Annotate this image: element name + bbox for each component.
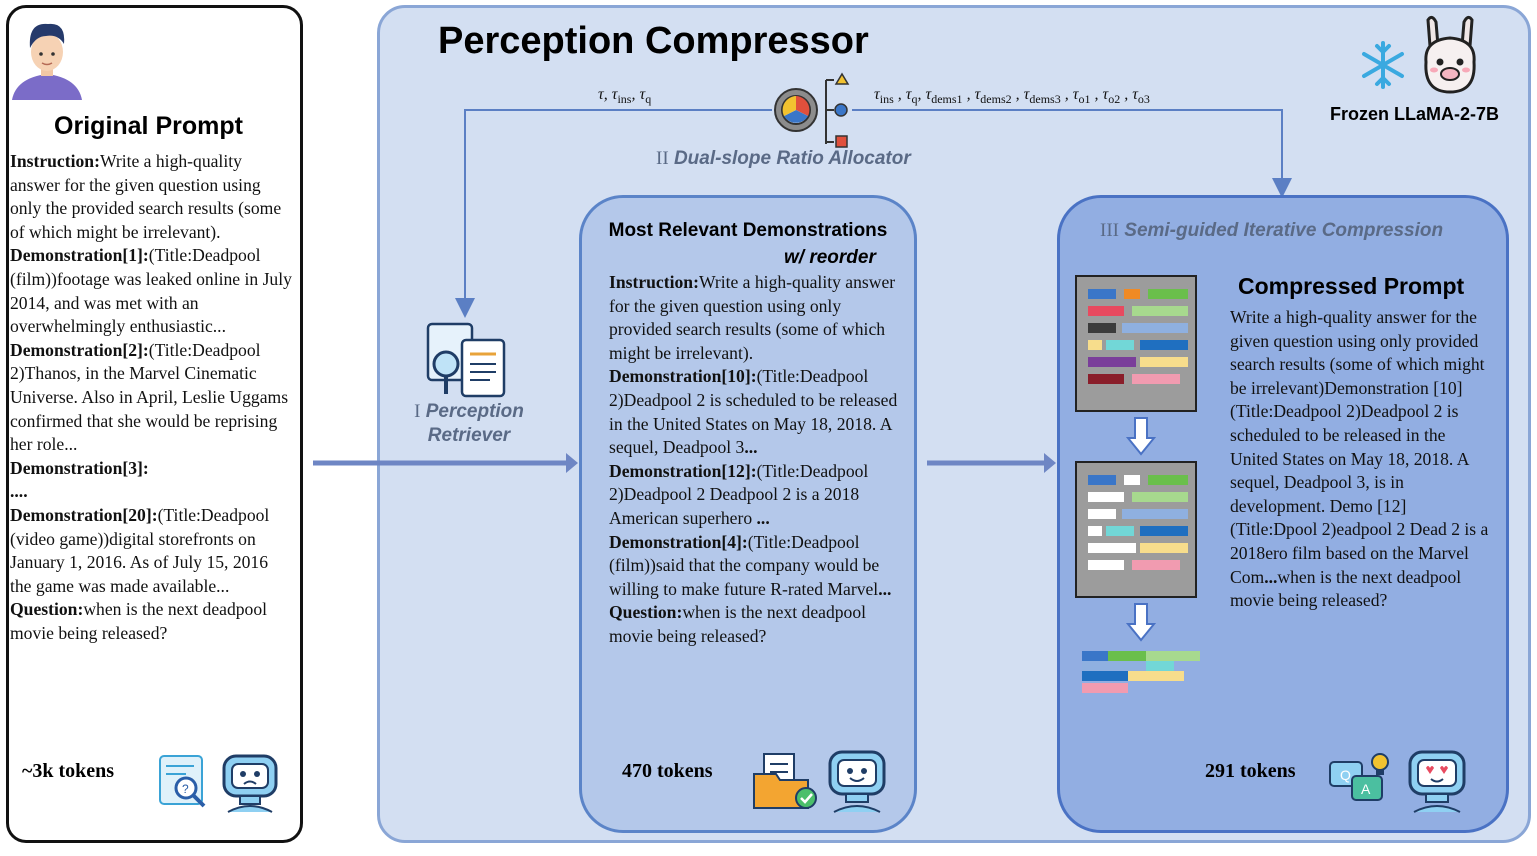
demonstrations-text: Instruction:Write a high-quality answer … — [609, 271, 905, 649]
user-avatar-icon — [12, 23, 82, 100]
qa-chat-icon: Q A — [1329, 753, 1389, 801]
folder-check-icon — [753, 753, 817, 809]
original-token-count: ~3k tokens — [22, 760, 115, 782]
sad-robot-icon — [222, 754, 278, 813]
svg-text:Q: Q — [1340, 767, 1351, 783]
demonstration-line: Demonstration[4]:(Title:Deadpool (film))… — [609, 531, 892, 599]
frozen-model-label: Frozen LLaMA-2-7B — [1330, 104, 1500, 124]
original-prompt-line: Instruction:Write a high-quality answer … — [10, 151, 282, 242]
svg-text:A: A — [1361, 781, 1371, 797]
svg-text:?: ? — [182, 782, 189, 796]
demonstration-line: Instruction:Write a high-quality answer … — [609, 272, 896, 363]
demonstration-line: Question:when is the next deadpool movie… — [609, 602, 867, 646]
retriever-label: I Perception Retriever — [414, 401, 524, 446]
compression-label: III Semi-guided Iterative Compression — [1100, 220, 1444, 241]
compressed-prompt-text: Write a high-quality answer for the give… — [1230, 307, 1489, 611]
document-search-icon: ? — [159, 755, 206, 808]
original-prompt-line: Demonstration[20]:(Title:Deadpool (video… — [10, 504, 270, 596]
original-prompt-panel — [6, 5, 303, 843]
compressed-prompt-title: Compressed Prompt — [1238, 273, 1465, 299]
demonstrations-title: Most Relevant Demonstrations — [608, 220, 888, 241]
demonstration-line: Demonstration[10]:(Title:Deadpool 2)Dead… — [609, 366, 898, 458]
llama-icon — [1424, 15, 1476, 94]
down-arrow-icon — [1126, 417, 1156, 456]
demonstrations-panel — [579, 195, 917, 833]
original-prompt-line: Demonstration[3]: — [10, 457, 149, 478]
demonstrations-token-count: 470 tokens — [622, 760, 713, 782]
original-prompt-line: Demonstration[1]:(Title:Deadpool (film))… — [10, 245, 292, 337]
love-robot-icon — [1408, 750, 1466, 813]
compressed-token-bars — [1082, 651, 1200, 693]
ratio-allocator-icon — [774, 72, 850, 148]
token-bars-middle — [1088, 475, 1188, 570]
diagram-title: Perception Compressor — [438, 20, 869, 62]
token-bars-before — [1088, 289, 1188, 384]
original-prompt-text: Instruction:Write a high-quality answer … — [10, 150, 292, 645]
snowflake-icon — [1362, 41, 1404, 89]
demonstrations-subtitle: w/ reorder — [784, 247, 876, 268]
ratio-formula-right: τins , τq, τdems1 , τdems2 , τdems3 , τo… — [874, 86, 1150, 107]
demonstration-line: Demonstration[12]:(Title:Deadpool 2)Dead… — [609, 460, 869, 528]
ratio-formula-left: τ, τins, τq — [598, 86, 652, 107]
original-prompt-line: Demonstration[2]:(Title:Deadpool 2)Thano… — [10, 339, 289, 455]
allocator-label: II Dual-slope Ratio Allocator — [656, 148, 911, 169]
retriever-documents-icon — [426, 322, 506, 398]
original-prompt-title: Original Prompt — [54, 112, 243, 140]
compressed-token-count: 291 tokens — [1205, 760, 1296, 782]
down-arrow-icon — [1126, 603, 1156, 642]
happy-robot-icon — [828, 750, 886, 813]
original-prompt-line: .... — [10, 481, 28, 502]
original-prompt-line: Question:when is the next deadpool movie… — [10, 599, 268, 643]
